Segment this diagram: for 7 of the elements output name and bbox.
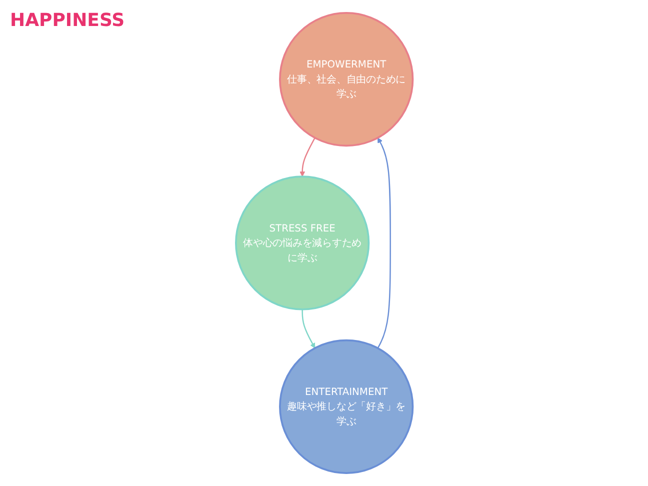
node-circle: STRESS FREE 体や心の悩みを減らすために学ぶ [234, 176, 370, 310]
arrow [299, 138, 316, 177]
center-title: HAPPINESS [10, 10, 125, 31]
arrow [376, 138, 391, 348]
node-circle: EMPOWERMENT 仕事、社会、自由のために学ぶ [278, 12, 414, 147]
arrow [301, 309, 315, 348]
node-circle: ENTERTAINMENT 趣味や推しなど「好き」を学ぶ [278, 339, 414, 474]
